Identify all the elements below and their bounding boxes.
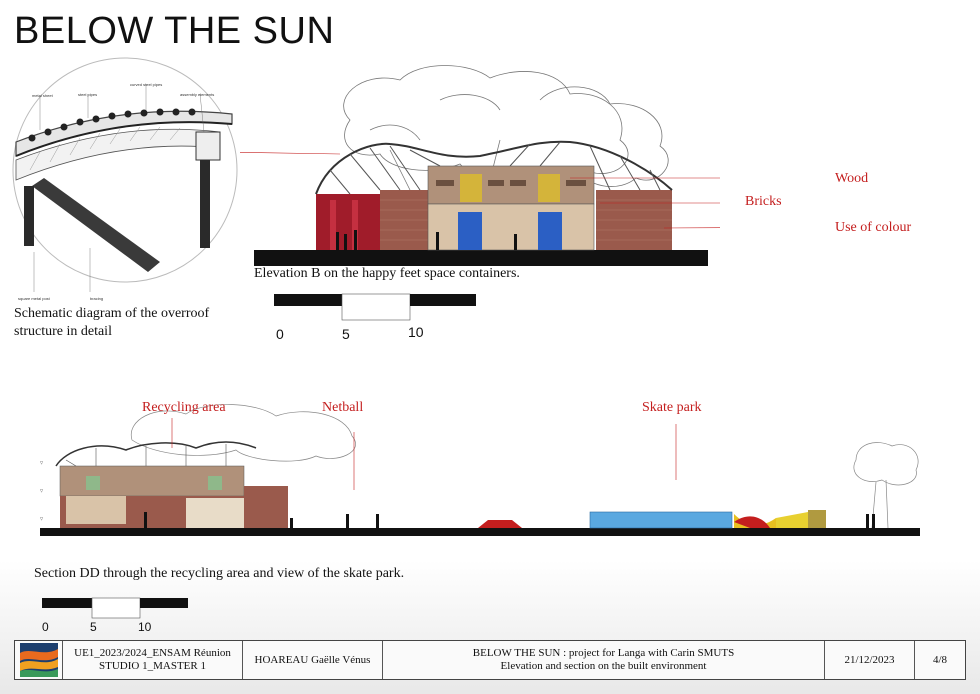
svg-text:▽: ▽ bbox=[40, 460, 44, 465]
detail-assembly-element bbox=[195, 131, 221, 161]
scale-top-5: 5 bbox=[342, 326, 350, 342]
section-caption: Section DD through the recycling area an… bbox=[34, 566, 405, 581]
label-curved-steel-pipes: curved steel pipes bbox=[130, 82, 163, 87]
scale-bottom-5: 5 bbox=[90, 620, 97, 634]
elevation-b-drawing bbox=[240, 65, 720, 266]
yellow-door-right bbox=[538, 174, 560, 202]
scale-bar-bottom bbox=[42, 597, 188, 619]
project-line-2: Elevation and section on the built envir… bbox=[500, 660, 707, 672]
label-use-of-colour: Use of colour bbox=[835, 220, 912, 235]
section-dd-drawing: ▽ ▽ ▽ bbox=[40, 404, 920, 536]
project-cell: BELOW THE SUN : project for Langa with C… bbox=[383, 641, 825, 679]
ground-slab bbox=[254, 250, 708, 266]
detail-square-post bbox=[200, 160, 210, 248]
label-square-metal-post: square metal post bbox=[18, 296, 50, 301]
label-bricks: Bricks bbox=[745, 194, 782, 209]
roof-detail-diagram bbox=[12, 57, 238, 292]
logo-cell bbox=[15, 641, 63, 679]
background-trees bbox=[343, 65, 669, 191]
page-title: BELOW THE SUN bbox=[14, 10, 335, 52]
yellow-door-left bbox=[460, 174, 482, 202]
label-assembly-elements: assembly elements bbox=[180, 92, 215, 97]
page-cell: 4/8 bbox=[915, 641, 965, 679]
course-cell: UE1_2023/2024_ENSAM Réunion STUDIO 1_MAS… bbox=[63, 641, 243, 679]
date-cell: 21/12/2023 bbox=[825, 641, 915, 679]
scale-bar-top bbox=[274, 293, 476, 321]
author-cell: HOAREAU Gaëlle Vénus bbox=[243, 641, 383, 679]
date: 21/12/2023 bbox=[844, 653, 895, 666]
project-line-1: BELOW THE SUN : project for Langa with C… bbox=[472, 647, 735, 659]
label-bracing: bracing bbox=[90, 296, 104, 301]
school-logo-icon bbox=[19, 643, 58, 677]
people-silhouettes bbox=[336, 230, 517, 250]
svg-text:▽: ▽ bbox=[40, 516, 44, 521]
curved-canopy bbox=[315, 140, 673, 195]
title-block: UE1_2023/2024_ENSAM Réunion STUDIO 1_MAS… bbox=[14, 640, 966, 680]
blue-door-left bbox=[458, 212, 482, 250]
detail-bracing bbox=[32, 178, 160, 272]
section-ground bbox=[40, 528, 920, 536]
detail-steel-pipes bbox=[28, 108, 196, 142]
red-block bbox=[316, 194, 380, 250]
scale-top-10: 10 bbox=[408, 324, 424, 340]
label-steel-pipes: steel pipes bbox=[78, 92, 98, 97]
scale-bottom-0: 0 bbox=[42, 620, 49, 634]
page-number: 4/8 bbox=[932, 653, 948, 666]
author-name: HOAREAU Gaëlle Vénus bbox=[254, 653, 371, 666]
course-line-2: STUDIO 1_MASTER 1 bbox=[99, 660, 206, 672]
label-wood: Wood bbox=[835, 171, 869, 186]
elevation-caption: Elevation B on the happy feet space cont… bbox=[254, 266, 520, 281]
blue-door-right bbox=[538, 212, 562, 250]
container-lower bbox=[427, 203, 595, 251]
detail-caption: Schematic diagram of the overroof struct… bbox=[14, 306, 210, 339]
label-metal-sheet: metal sheet bbox=[32, 93, 53, 98]
scale-top-0: 0 bbox=[276, 326, 284, 342]
section-red-ramp bbox=[478, 520, 522, 528]
canopy-trusses bbox=[329, 141, 661, 195]
label-recycling-area: Recycling area bbox=[142, 400, 226, 415]
section-canopy bbox=[55, 441, 257, 467]
scale-bottom-10: 10 bbox=[138, 620, 152, 634]
svg-text:▽: ▽ bbox=[40, 488, 44, 493]
skate-park-blue bbox=[589, 511, 733, 529]
skate-park-yellow bbox=[776, 512, 808, 528]
label-skate-park: Skate park bbox=[642, 400, 702, 415]
course-line-1: UE1_2023/2024_ENSAM Réunion bbox=[74, 647, 231, 659]
label-netball: Netball bbox=[322, 400, 364, 415]
